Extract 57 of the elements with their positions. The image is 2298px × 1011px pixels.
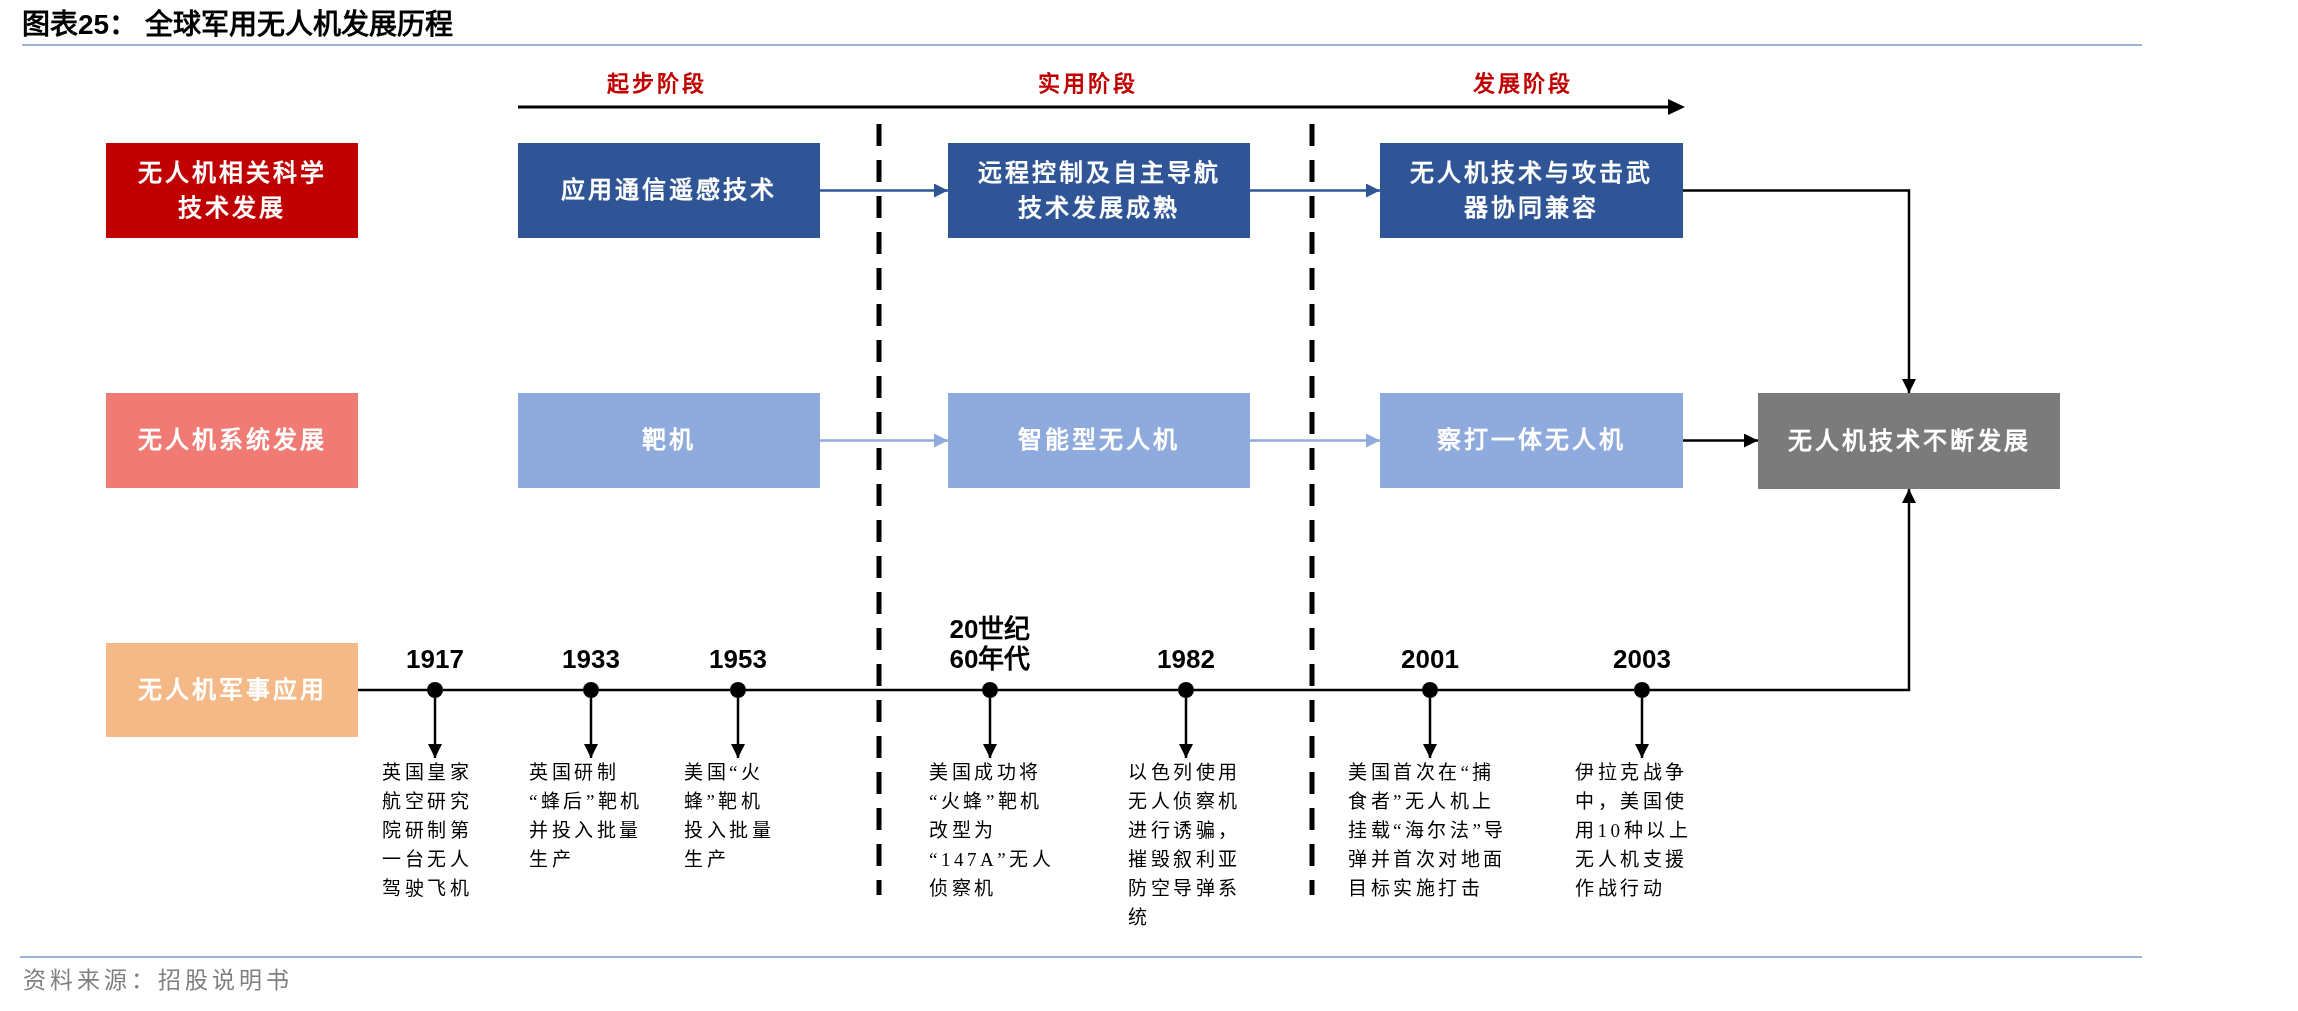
stage-label: 起步阶段 <box>607 70 707 98</box>
timeline-dot-icon <box>583 682 599 698</box>
process-box: 智能型无人机 <box>948 393 1250 488</box>
year-label: 1953 <box>709 644 767 674</box>
arrow <box>820 433 948 448</box>
arrow <box>731 698 745 758</box>
event-description: 英国皇家航空研究院研制第一台无人驾驶飞机 <box>382 758 476 903</box>
process-box: 靶机 <box>518 393 820 488</box>
event-description: 英国研制“蜂后”靶机并投入批量生产 <box>529 758 643 874</box>
arrow <box>1250 433 1380 448</box>
connector-line <box>599 688 730 692</box>
event-description: 伊拉克战争中，美国使用10种以上无人机支援作战行动 <box>1575 758 1697 903</box>
connector-line <box>1194 688 1422 692</box>
process-box: 远程控制及自主导航技术发展成熟 <box>948 143 1250 238</box>
process-box: 应用通信遥感技术 <box>518 143 820 238</box>
arrow <box>1650 489 1916 692</box>
connector-line <box>1438 688 1634 692</box>
timeline-dot-icon <box>427 682 443 698</box>
year-label: 1933 <box>562 644 620 674</box>
stage-label: 发展阶段 <box>1473 70 1573 98</box>
arrow <box>983 698 997 758</box>
connector-line <box>443 688 583 692</box>
event-description: 美国首次在“捕食者”无人机上挂载“海尔法”导弹并首次对地面目标实施打击 <box>1348 758 1510 903</box>
event-description: 美国成功将“火蜂”靶机改型为“147A”无人侦察机 <box>929 758 1055 903</box>
process-box: 察打一体无人机 <box>1380 393 1683 488</box>
arrow <box>820 183 948 198</box>
arrow <box>428 698 442 758</box>
stage-label: 实用阶段 <box>1038 70 1138 98</box>
year-label: 2001 <box>1401 644 1459 674</box>
timeline-dot-icon <box>982 682 998 698</box>
arrow <box>1250 183 1380 198</box>
connector-line <box>998 688 1178 692</box>
row-header-box: 无人机相关科学技术发展 <box>106 143 358 238</box>
timeline-dot-icon <box>1422 682 1438 698</box>
arrow <box>1635 698 1649 758</box>
connector-line <box>746 688 982 692</box>
arrow <box>1423 698 1437 758</box>
arrow <box>1683 189 1916 393</box>
source-note: 资料来源：招股说明书 <box>23 967 293 995</box>
year-label: 2003 <box>1613 644 1671 674</box>
result-box: 无人机技术不断发展 <box>1758 393 2060 489</box>
row-header-box: 无人机军事应用 <box>106 643 358 737</box>
timeline-dot-icon <box>1178 682 1194 698</box>
year-label: 1917 <box>406 644 464 674</box>
arrow <box>1179 698 1193 758</box>
arrow <box>1683 433 1758 448</box>
timeline-dot-icon <box>730 682 746 698</box>
year-label: 20世纪60年代 <box>948 614 1032 674</box>
event-description: 美国“火蜂”靶机投入批量生产 <box>684 758 778 874</box>
process-box: 无人机技术与攻击武器协同兼容 <box>1380 143 1683 238</box>
year-label: 1982 <box>1157 644 1215 674</box>
event-description: 以色列使用无人侦察机进行诱骗，摧毁叙利亚防空导弹系统 <box>1128 758 1245 932</box>
chart-title: 图表25： 全球军用无人机发展历程 <box>22 8 453 42</box>
connector-line <box>358 688 427 692</box>
timeline-dot-icon <box>1634 682 1650 698</box>
row-header-box: 无人机系统发展 <box>106 393 358 488</box>
arrow <box>584 698 598 758</box>
